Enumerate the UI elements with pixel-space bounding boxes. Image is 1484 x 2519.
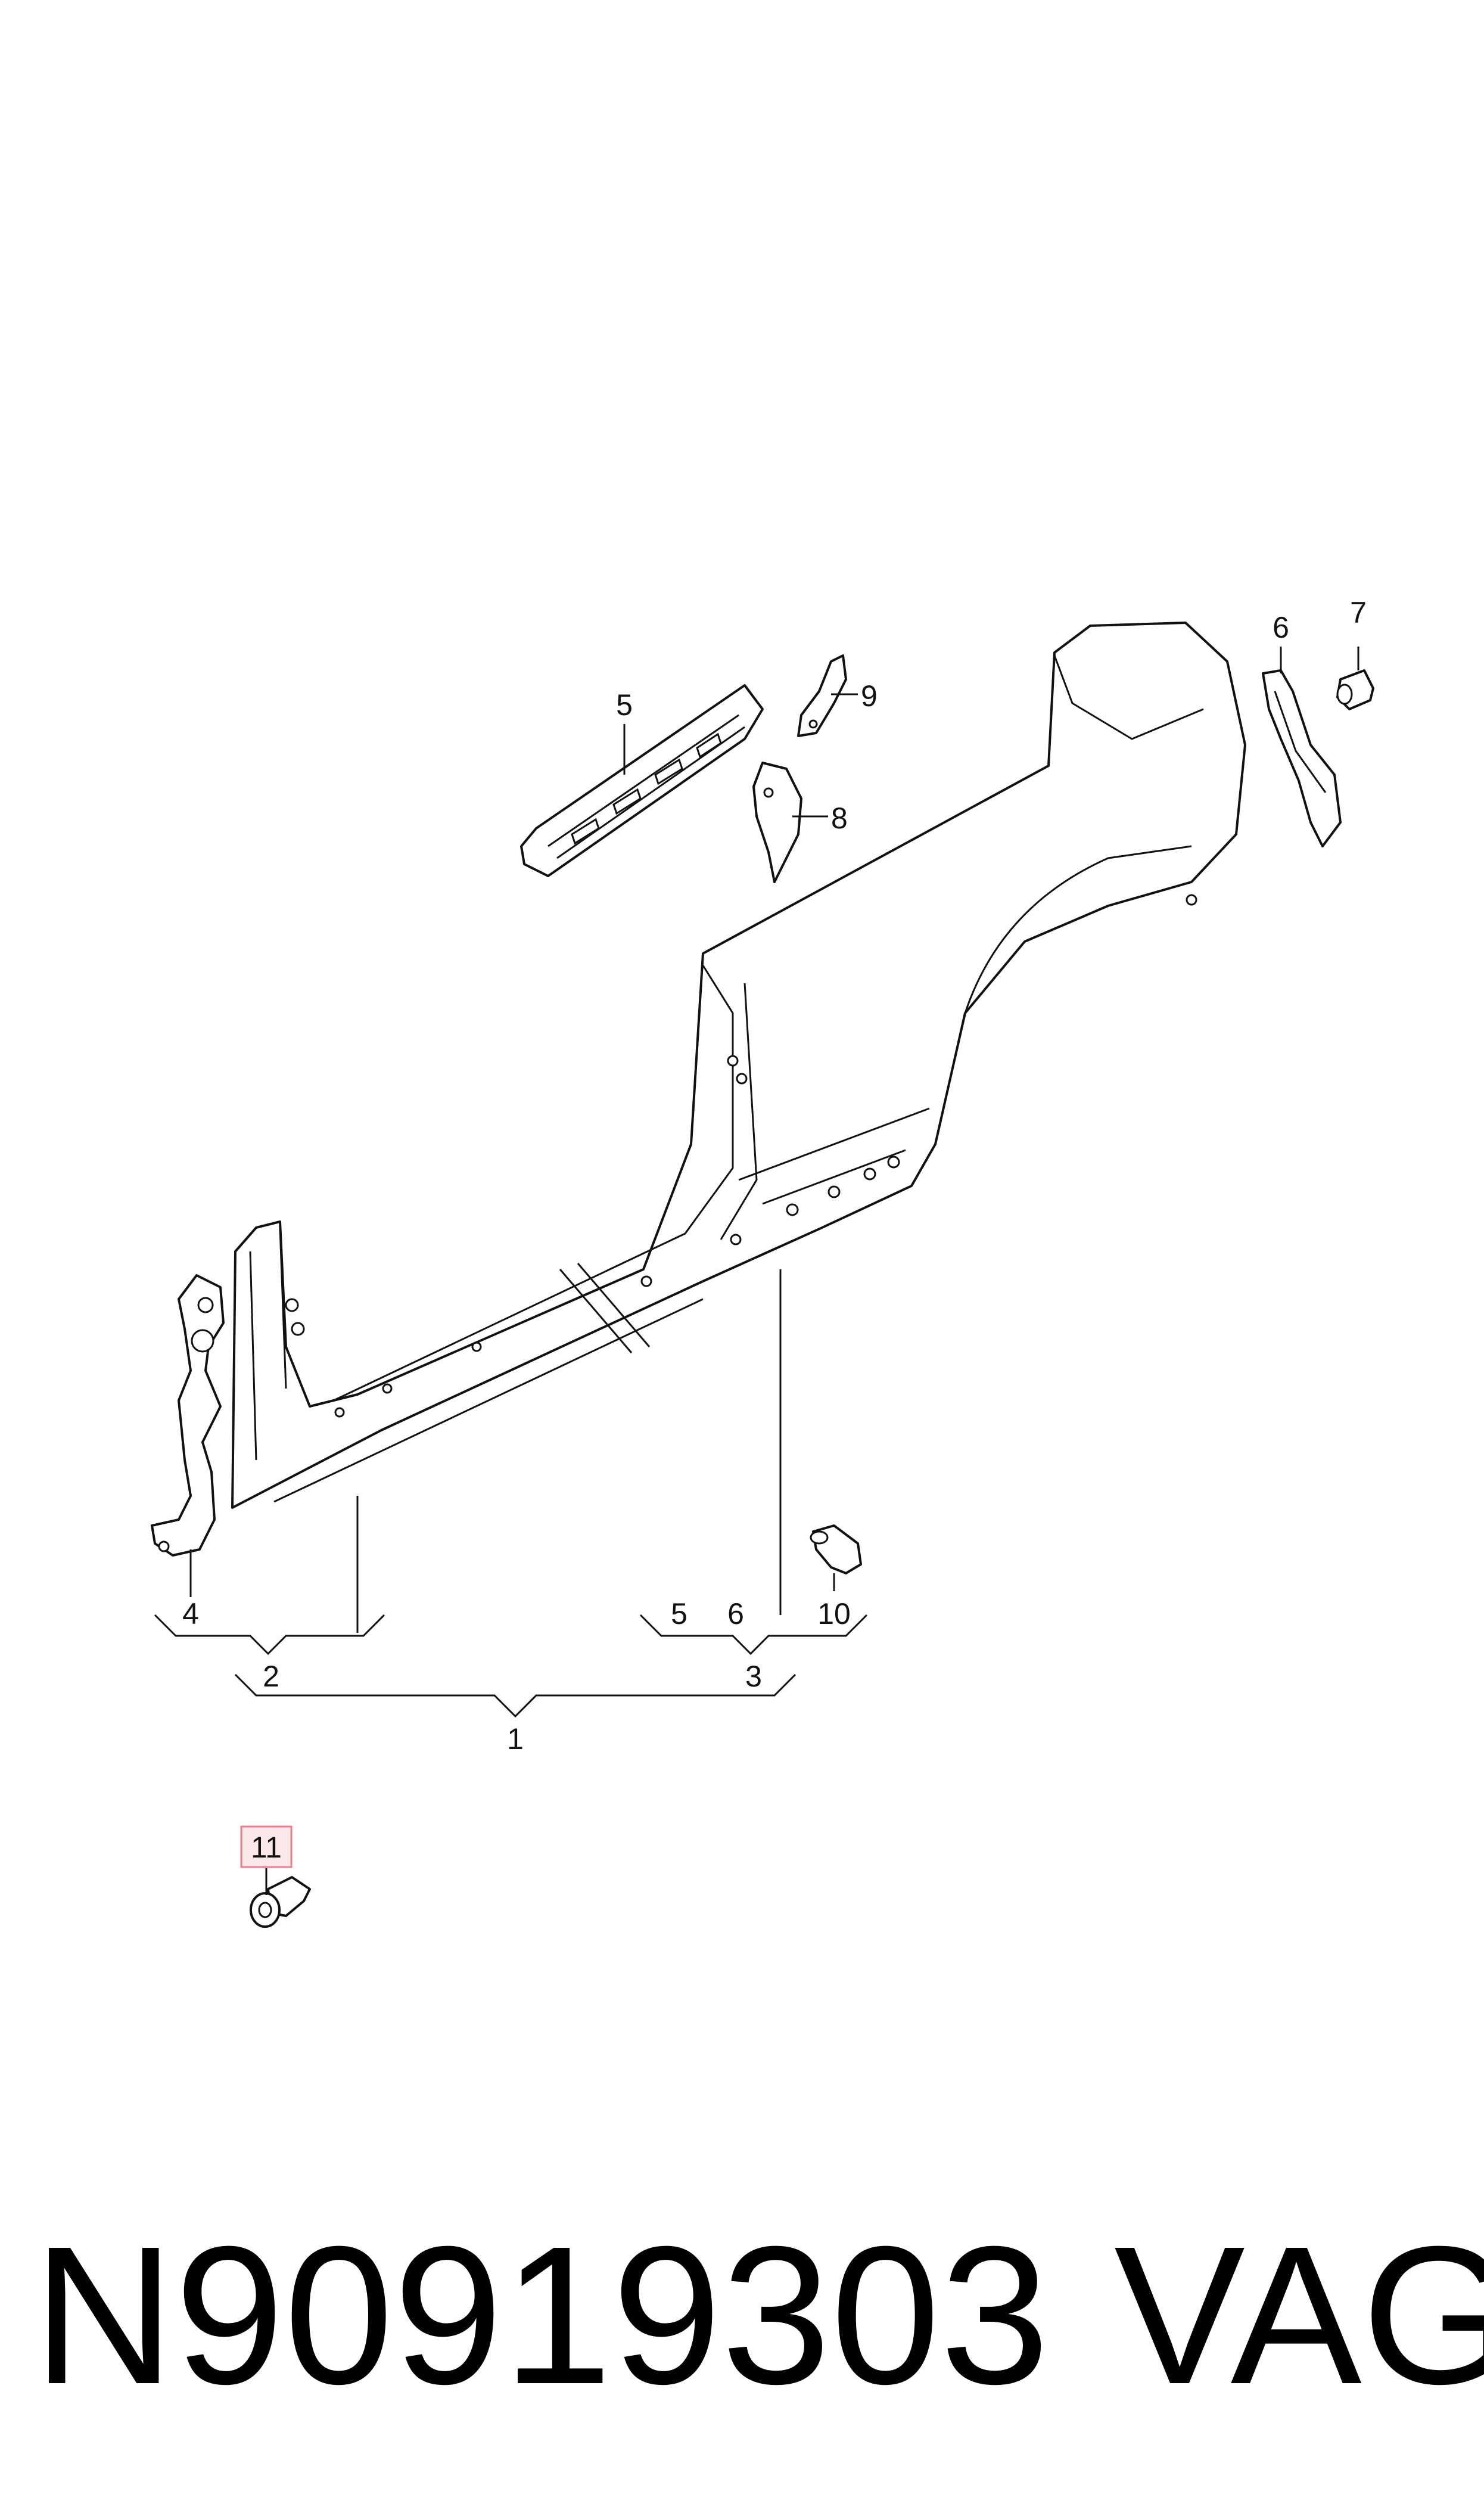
callout-5-top: 5 xyxy=(616,688,633,722)
callout-9: 9 xyxy=(861,679,878,713)
callout-11: 11 xyxy=(251,1831,282,1864)
bracket-part-8 xyxy=(752,762,802,883)
callout-labels: 1 2 3 4 5 5 6 6 7 8 9 10 11 xyxy=(182,596,1367,1868)
rail-part-5 xyxy=(520,684,764,877)
bracket-part-9 xyxy=(797,654,847,737)
callout-11-highlight xyxy=(240,1825,293,1868)
reinforcement-part-6 xyxy=(1262,669,1342,847)
callout-4: 4 xyxy=(182,1597,199,1630)
rivet-nut-part-10 xyxy=(810,1524,862,1574)
callout-3: 3 xyxy=(745,1660,762,1693)
callout-8: 8 xyxy=(831,802,848,835)
clip-part-11 xyxy=(250,1876,311,1928)
callout-6-bottom: 6 xyxy=(727,1597,744,1630)
part-number: N90919303 xyxy=(33,2205,1050,2425)
side-panel-assembly xyxy=(231,622,1246,1509)
callout-5-bottom: 5 xyxy=(671,1597,687,1630)
nut-part-7 xyxy=(1336,669,1374,710)
callout-10: 10 xyxy=(817,1597,851,1630)
callout-1: 1 xyxy=(507,1722,524,1756)
callout-7: 7 xyxy=(1350,596,1367,629)
brand-label: VAG xyxy=(1114,2205,1484,2425)
callout-2: 2 xyxy=(263,1660,279,1693)
bracket-part-4 xyxy=(151,1274,225,1557)
leader-lines xyxy=(154,647,1359,1895)
callout-6-top: 6 xyxy=(1273,611,1289,644)
